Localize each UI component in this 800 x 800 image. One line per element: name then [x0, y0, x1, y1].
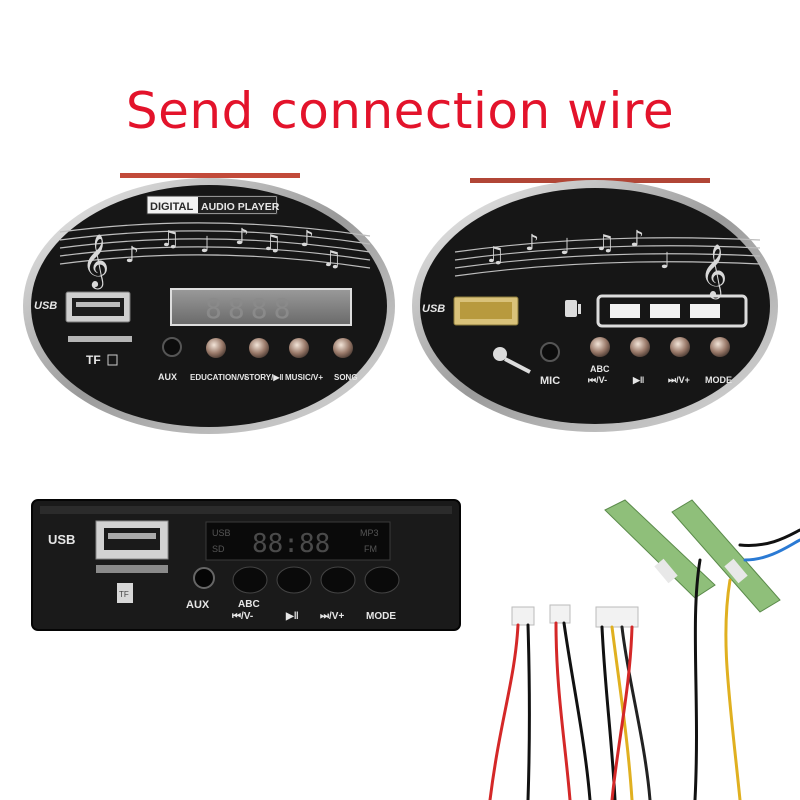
treble-clef-icon-2: 𝄞	[700, 243, 727, 299]
svg-text:♫: ♫	[595, 231, 615, 256]
player-oval-2: ♫ ♪ ♩ ♫ ♪ ♩ 𝄞 USB MIC ABC	[412, 178, 778, 432]
lcd-mp3: MP3	[360, 528, 379, 538]
svg-text:♪: ♪	[525, 231, 539, 256]
btn2-label-next: ⏭/V+	[668, 375, 690, 385]
aux-label-3: AUX	[186, 599, 210, 611]
btn2-label-abc: ABC	[590, 364, 610, 374]
btn-label-aux: AUX	[158, 372, 177, 382]
btn-label-song: SONG	[334, 373, 358, 382]
svg-text:♪: ♪	[125, 243, 139, 268]
btn3-label-play: ▶‖	[285, 611, 299, 622]
btn-label-education: EDUCATION/V-	[190, 373, 247, 382]
svg-text:♪: ♪	[630, 227, 644, 252]
player-rect: USB TF USB SD 88:88 MP3 FM AUX ABC ⏮/V- …	[31, 499, 461, 631]
usb-label-1: USB	[34, 300, 57, 312]
tf-label-3: TF	[119, 590, 129, 599]
svg-text:♫: ♫	[262, 231, 282, 256]
btn3-label-next: ⏭/V+	[320, 611, 344, 622]
btn3-label-mode: MODE	[366, 611, 396, 622]
btn3-label-prev: ⏮/V-	[232, 611, 253, 622]
display-3: 88:88	[252, 529, 330, 559]
lcd-fm: FM	[364, 544, 377, 554]
player-oval-1: DIGITAL AUDIO PLAYER 𝄞 ♪ ♫ ♩ ♪ ♫ ♪ ♫ USB…	[23, 173, 395, 434]
wire-connectors	[488, 499, 800, 800]
btn2-label-play: ▶‖	[632, 375, 644, 385]
headline: Send connection wire	[125, 82, 675, 140]
pcb-switch-strips	[604, 499, 781, 613]
btn2-label-mode: MODE	[705, 375, 732, 385]
btn-label-story: STORY/▶‖	[244, 373, 283, 382]
treble-clef-icon: 𝄞	[82, 233, 109, 289]
brand-audio-player: AUDIO PLAYER	[201, 201, 280, 213]
usb-label-3: USB	[48, 532, 75, 547]
tf-label-1: TF	[86, 353, 101, 367]
svg-text:♫: ♫	[485, 243, 505, 268]
btn2-label-prev: ⏮/V-	[588, 375, 607, 385]
svg-text:♪: ♪	[235, 225, 249, 250]
svg-text:♩: ♩	[660, 249, 670, 274]
brand-digital: DIGITAL	[150, 201, 193, 213]
svg-text:♪: ♪	[300, 227, 314, 252]
btn-label-music: MUSIC/V+	[285, 373, 323, 382]
fuel-icon	[565, 300, 581, 317]
lcd-usb: USB	[212, 528, 231, 538]
svg-text:♫: ♫	[160, 227, 180, 252]
usb-label-2: USB	[422, 303, 445, 315]
display-1: 8888	[205, 292, 296, 325]
mic-label: MIC	[540, 375, 560, 387]
svg-text:♩: ♩	[560, 235, 570, 260]
svg-text:♫: ♫	[322, 247, 342, 272]
btn3-label-abc: ABC	[238, 599, 260, 610]
svg-text:♩: ♩	[200, 233, 210, 258]
lcd-sd: SD	[212, 544, 225, 554]
mic-icon	[493, 347, 531, 374]
